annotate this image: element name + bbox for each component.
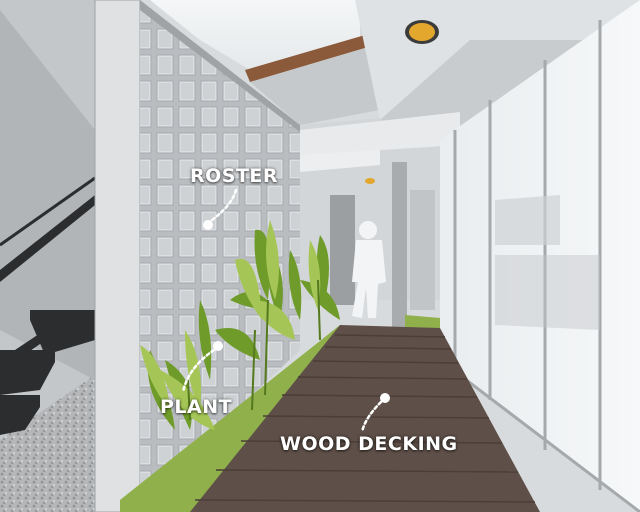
plant-pointer-dot [213, 341, 223, 351]
roster-annotation: ROSTER [190, 165, 279, 187]
grass-strip [120, 325, 360, 512]
roster-pointer-dot [203, 220, 213, 230]
wood-decking-annotation: WOOD DECKING [280, 433, 458, 455]
decking-pointer-dot [380, 393, 390, 403]
staircase [0, 176, 96, 435]
plants [140, 220, 340, 430]
person-silhouette [352, 221, 386, 318]
wood-decking [190, 325, 540, 512]
timber-beam [245, 35, 365, 82]
back-door [330, 195, 355, 305]
concrete-column [94, 0, 141, 512]
inner-column [392, 162, 407, 332]
plant-annotation: PLANT [160, 396, 233, 418]
annotation-pointers [181, 188, 390, 434]
